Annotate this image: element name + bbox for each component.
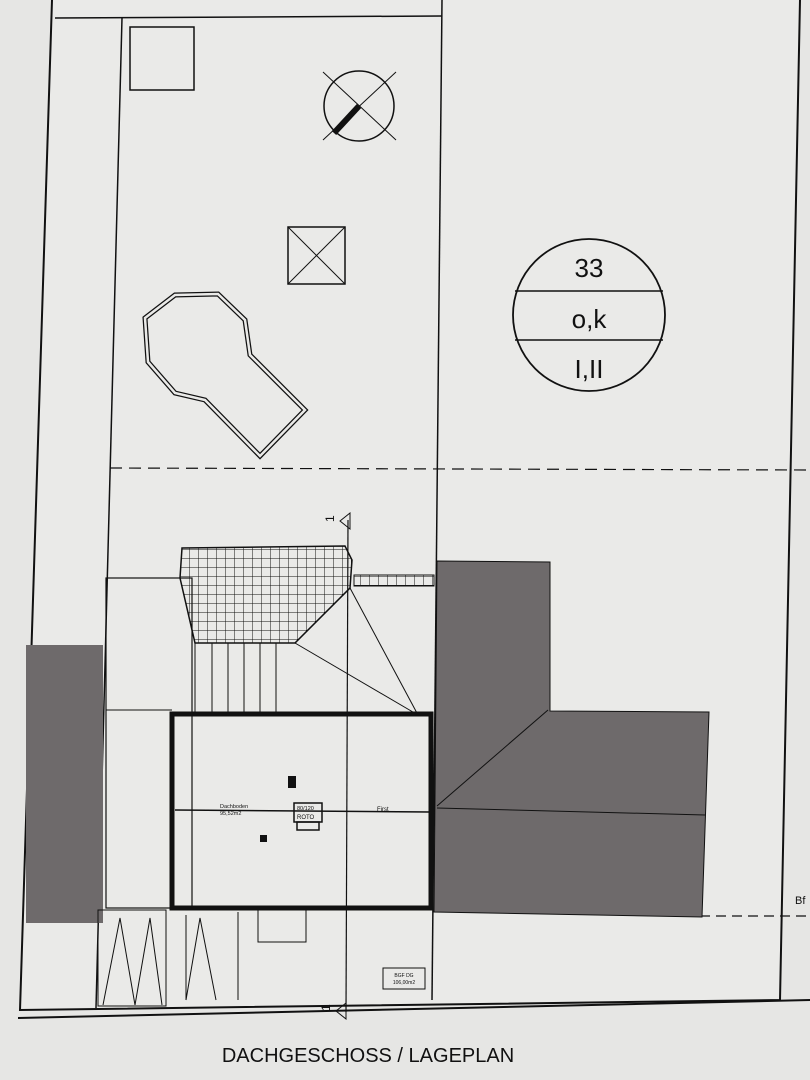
section-line: [345, 519, 349, 1013]
plot-line-mid: [431, 0, 443, 1001]
gross-area-label: BGF DG: [394, 973, 413, 979]
roof-lines: [294, 587, 419, 716]
zoning-circle: [512, 238, 666, 392]
zoning-floors: I,II: [575, 354, 604, 384]
neighbor-building-right: [433, 560, 710, 918]
dashed-boundary: [109, 467, 810, 471]
title-line: [17, 999, 810, 1019]
shed-square: [129, 26, 195, 91]
stairs: [194, 643, 277, 712]
chimney: [288, 776, 296, 788]
lower-structure: [97, 909, 167, 1007]
neighbor-building-left: [26, 645, 103, 923]
tree-symbol: [322, 70, 397, 142]
gross-area-value: 106,00m2: [393, 980, 415, 986]
annex-left: [105, 577, 193, 909]
roof-window-hatch: [296, 821, 320, 831]
section-arrow-top: [339, 511, 351, 531]
section-marker-bottom: 1: [319, 1004, 333, 1011]
attic-floor-outline: [169, 711, 434, 911]
section-arrow-bottom: [335, 1001, 347, 1021]
window-brand: ROTO: [297, 815, 315, 821]
gross-area-box: [382, 967, 426, 990]
window-size: 80/120: [297, 806, 314, 812]
ridge-label: First: [377, 807, 389, 813]
room-name: Dachboden: [220, 804, 248, 810]
plot-top: [54, 15, 443, 19]
section-marker-top: 1: [323, 515, 337, 522]
parking-marks: [102, 912, 239, 1006]
square-x-symbol: [287, 226, 346, 285]
plan-title: DACHGESCHOSS / LAGEPLAN: [222, 1045, 514, 1067]
ridge-line: [174, 809, 431, 813]
chimney-small: [260, 835, 267, 842]
zoning-type: o,k: [572, 304, 608, 334]
edge-label: Bf: [795, 895, 806, 907]
room-area: 95,52m2: [220, 811, 241, 817]
zoning-number: 33: [575, 253, 604, 283]
